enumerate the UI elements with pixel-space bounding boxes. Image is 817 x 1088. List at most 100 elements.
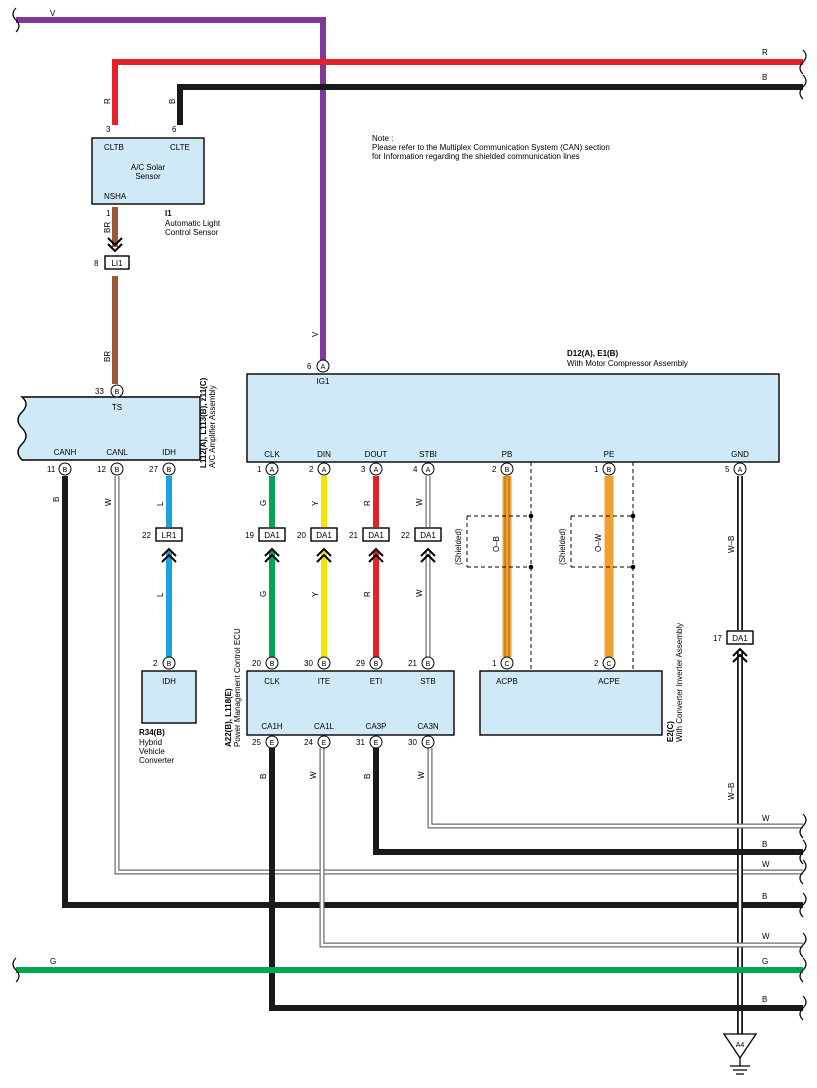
wire-ca1h-b (269, 748, 803, 1011)
ecu-pin-clk-circle (265, 656, 279, 670)
pin-nsha: 1 (106, 209, 111, 218)
comp-pin-dout: 3 (361, 465, 366, 474)
hv-conn-idh: B (167, 661, 172, 668)
inv-term-acpe: ACPE (598, 677, 620, 686)
comp-pin-gnd: 5 (725, 465, 730, 474)
note-line-1: Note : (372, 134, 393, 143)
break-mark-w2 (799, 859, 807, 885)
inv-pin-acpb-circle (500, 656, 514, 670)
comp-pin-stbi: 4 (413, 465, 418, 474)
wire-label-b-left: B (168, 99, 177, 104)
wire-label-stbi-w-upper: W (415, 498, 424, 506)
hv-converter-box (141, 670, 197, 724)
pin-clte: 6 (172, 125, 177, 134)
da1-19-connector (258, 527, 286, 542)
wire-ca3p-b (373, 748, 803, 855)
da1-17-connector (726, 630, 754, 645)
wire-ca1l-w (319, 748, 803, 948)
ecu-pin-ca1h-circle (265, 735, 279, 749)
wire-label-shielded-2: (Shielded) (558, 528, 567, 565)
solar-sensor-box (91, 137, 205, 205)
comp-pin-ig1-circle (316, 359, 330, 373)
da1-17-label: DA1 (732, 634, 748, 643)
ac-amp-box (17, 396, 201, 461)
wire-label-clk-g-lower: G (259, 591, 268, 597)
lr1-label: LR1 (162, 531, 177, 540)
lr1-pin: 22 (142, 531, 151, 540)
ecu-pin-ca3n-circle (421, 735, 435, 749)
ecu-conn-stb: B (426, 661, 431, 668)
wire-label-bus-w2: W (762, 860, 770, 869)
ecu-conn-ca1l: E (322, 740, 327, 747)
wire-label-canl-w: W (104, 498, 113, 506)
ecu-pin-eti: 29 (356, 659, 365, 668)
break-mark-g-r (799, 957, 807, 983)
comp-pin-din-circle (317, 462, 331, 476)
ecu-conn-eti: B (374, 661, 379, 668)
inv-pin-acpe: 2 (594, 659, 599, 668)
da1-21-chevron (368, 547, 384, 563)
da1-20-connector (310, 527, 338, 542)
comp-conn-dout: A (374, 467, 379, 474)
break-mark-b2 (799, 892, 807, 918)
comp-pin-ig1: 6 (307, 362, 312, 371)
hv-term-idh: IDH (162, 677, 176, 686)
amp-pin-idh: 27 (149, 465, 158, 474)
wire-label-din-y-lower: Y (311, 591, 320, 597)
amp-conn-canl: B (115, 467, 120, 474)
wire-label-bus-w3: W (762, 932, 770, 941)
ecu-term-clk: CLK (264, 677, 280, 686)
wire-label-b-right: B (762, 73, 767, 82)
term-cltb: CLTB (104, 143, 124, 152)
inv-conn-acpe: C (606, 661, 611, 668)
da1-17-chevron (732, 647, 748, 663)
inv-pin-acpe-circle (602, 656, 616, 670)
solar-name-2: Control Sensor (165, 228, 219, 237)
da1-19-label: DA1 (264, 531, 280, 540)
li1-connector (104, 255, 130, 270)
ecu-term-ite: ITE (318, 677, 330, 686)
da1-19-pin: 19 (245, 531, 254, 540)
term-nsha: NSHA (104, 192, 127, 201)
ecu-pin-stb: 21 (408, 659, 417, 668)
solar-box-line2: Sensor (135, 172, 161, 181)
inv-conn-acpb: C (504, 661, 509, 668)
amp-pin-canl: 12 (97, 465, 106, 474)
pm-ecu-box (246, 670, 455, 736)
hv-pin-idh-circle (162, 656, 176, 670)
ecu-pin-ca1h: 25 (252, 738, 261, 747)
da1-21-connector (362, 527, 390, 542)
wire-label-v-mid: V (311, 331, 320, 337)
pm-ecu-name: Power Management Control ECU (233, 628, 242, 747)
inverter-box (479, 670, 663, 736)
compressor-box (246, 373, 780, 463)
ecu-term-eti: ETI (370, 677, 382, 686)
da1-22-label: DA1 (420, 531, 436, 540)
comp-pin-pb: 2 (492, 465, 497, 474)
li1-pin: 8 (94, 259, 99, 268)
ecu-conn-clk: B (270, 661, 275, 668)
comp-pin-pb-circle (500, 462, 514, 476)
ecu-pin-ca3n: 30 (408, 738, 417, 747)
shield-pe (570, 462, 634, 670)
wire-label-clk-g-upper: G (259, 500, 268, 506)
solar-box-line1: A/C Solar (131, 163, 166, 172)
hv-pin-idh: 2 (153, 659, 158, 668)
term-clte: CLTE (170, 143, 190, 152)
wire-ca3n-w (427, 748, 803, 829)
amp-conn-ts: B (115, 389, 120, 396)
wire-b-top (177, 84, 803, 125)
amp-pin-canh-circle (58, 462, 72, 476)
wire-label-bus-w1: W (762, 814, 770, 823)
break-mark-g-l (12, 957, 20, 983)
wire-label-br-upper: BR (103, 222, 112, 233)
da1-21-pin: 21 (349, 531, 358, 540)
note-line-3: for Information regarding the shielded c… (372, 152, 580, 161)
comp-term-pb: PB (502, 450, 513, 459)
amp-pin-ts: 33 (95, 387, 104, 396)
ecu-term-ca1l: CA1L (314, 722, 335, 731)
wire-label-r-right: R (762, 48, 768, 57)
wire-label-stbi-w-lower: W (415, 589, 424, 597)
da1-22-pin: 22 (401, 531, 410, 540)
